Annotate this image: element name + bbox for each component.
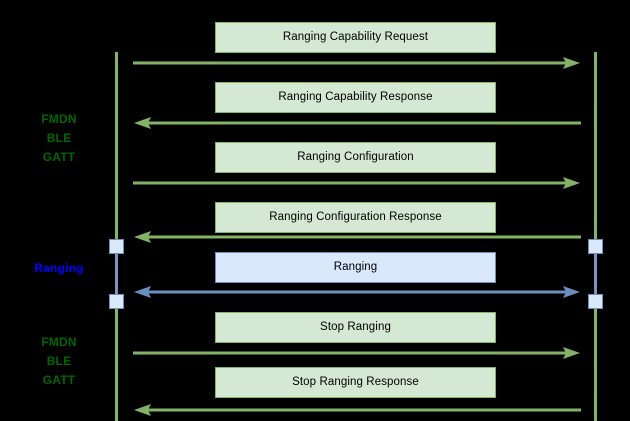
message-box-ranging: Ranging <box>215 252 496 283</box>
activation-node-right-end <box>588 294 603 309</box>
activation-bar-left <box>115 246 118 302</box>
lifeline-right <box>594 52 597 421</box>
message-box-stop-ranging-response: Stop Ranging Response <box>215 367 496 398</box>
message-arrow-stop-ranging <box>133 347 581 359</box>
message-box-ranging-capability-request: Ranging Capability Request <box>215 22 496 53</box>
message-arrow-ranging-bidirectional <box>133 286 581 298</box>
phase-label-fmdn-ble-gatt-top: FMDN BLE GATT <box>41 112 77 164</box>
message-box-ranging-capability-response: Ranging Capability Response <box>215 82 496 113</box>
message-box-stop-ranging: Stop Ranging <box>215 312 496 343</box>
activation-node-left-end <box>109 294 124 309</box>
message-arrow-ranging-capability-response <box>133 117 581 129</box>
message-box-ranging-configuration: Ranging Configuration <box>215 142 496 173</box>
message-arrow-ranging-capability-request <box>133 57 581 69</box>
activation-bar-right <box>594 246 597 302</box>
activation-node-right-start <box>588 239 603 254</box>
message-box-ranging-configuration-response: Ranging Configuration Response <box>215 202 496 233</box>
phase-label-ranging: Ranging <box>34 261 84 275</box>
activation-node-left-start <box>109 239 124 254</box>
phase-label-fmdn-ble-gatt-bottom: FMDN BLE GATT <box>41 335 77 387</box>
lifeline-left <box>115 52 118 421</box>
message-arrow-stop-ranging-response <box>133 404 581 416</box>
message-arrow-ranging-configuration-response <box>133 231 581 243</box>
message-arrow-ranging-configuration <box>133 177 581 189</box>
